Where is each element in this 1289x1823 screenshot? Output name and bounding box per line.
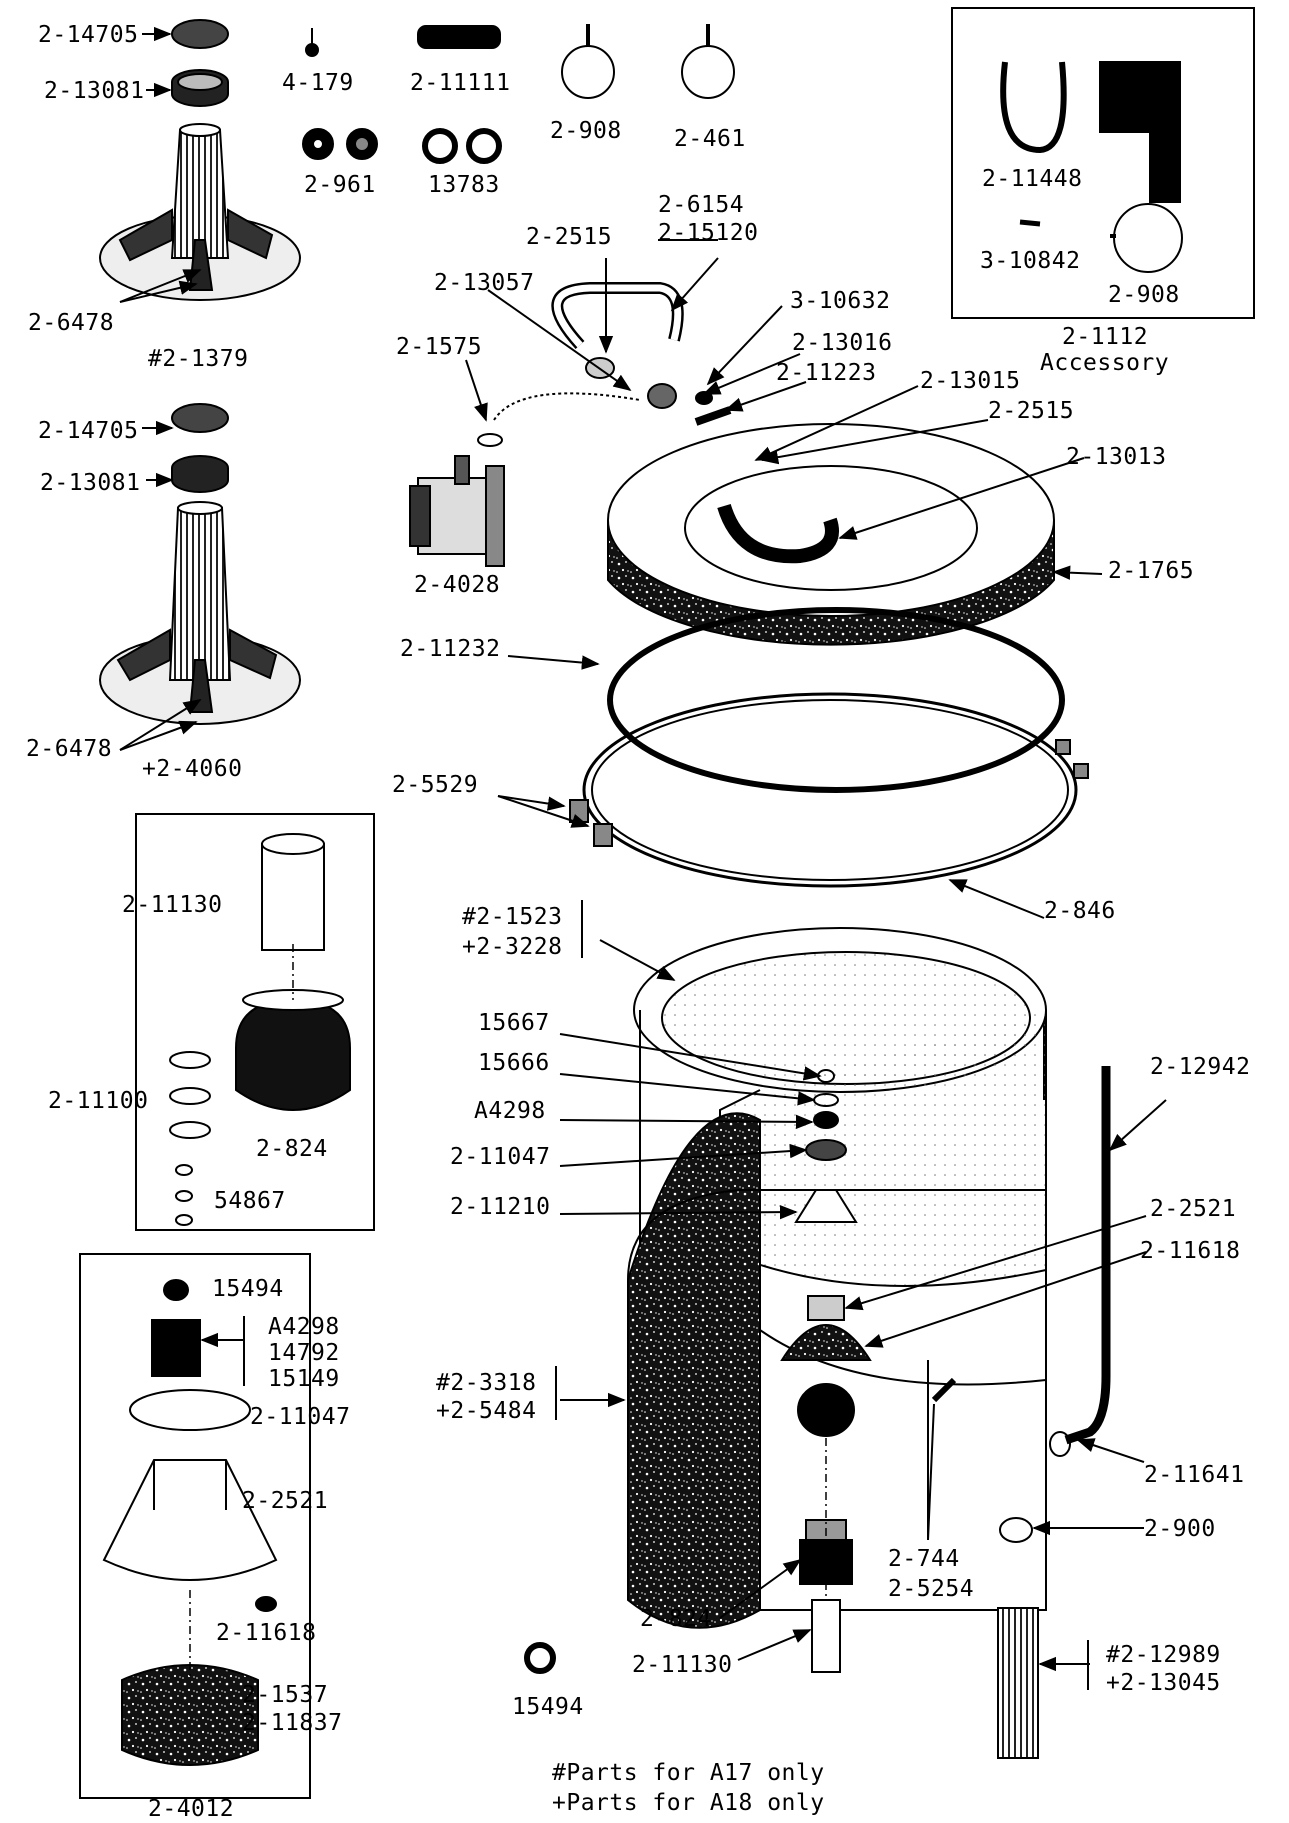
part-label-3-10842: 3-10842 <box>980 248 1081 274</box>
part-label-2-5484: +2-5484 <box>436 1398 537 1424</box>
kit-box-2-11100 <box>135 813 375 1231</box>
part-label-3-10632: 3-10632 <box>790 288 891 314</box>
clamp-2-461-part <box>681 45 735 99</box>
tub-cover-part <box>607 423 1055 646</box>
agitator-2-4060-part <box>99 501 301 725</box>
part-label-2-824: 2-824 <box>256 1136 328 1162</box>
part-label-2-13045: +2-13045 <box>1106 1670 1221 1696</box>
part-label-2-1575: 2-1575 <box>396 334 483 360</box>
part-label-2-14705: 2-14705 <box>38 22 139 48</box>
part-label-2-2515: 2-2515 <box>526 224 613 250</box>
part-label-15494: 15494 <box>212 1276 284 1302</box>
part-label-2-1765: 2-1765 <box>1108 558 1195 584</box>
part-label-2-11618: 2-11618 <box>216 1620 317 1646</box>
part-label-2-2515: 2-2515 <box>988 398 1075 424</box>
part-label-2-11223: 2-11223 <box>776 360 877 386</box>
part-label-2-1523: #2-1523 <box>462 904 563 930</box>
part-label-2-4028: 2-4028 <box>414 572 501 598</box>
part-label-15494: 15494 <box>512 1694 584 1720</box>
part-label-2-4060: +2-4060 <box>142 756 243 782</box>
part-label-2-11837: 2-11837 <box>242 1710 343 1736</box>
part-label-2-11618: 2-11618 <box>1140 1238 1241 1264</box>
part-label-4-179: 4-179 <box>282 70 354 96</box>
part-label-2-461: 2-461 <box>674 126 746 152</box>
part-label-2-11130: 2-11130 <box>632 1652 733 1678</box>
part-label-2-13081: 2-13081 <box>44 78 145 104</box>
hose-piece-part <box>417 25 501 49</box>
accessory-label: Accessory <box>1040 350 1170 376</box>
part-label-2-3318: #2-3318 <box>436 1370 537 1396</box>
part-label-2-13081: 2-13081 <box>40 470 141 496</box>
part-label-group-a4298: A4298 14792 15149 <box>268 1314 340 1392</box>
part-label-2-11100: 2-11100 <box>48 1088 149 1114</box>
ring-2-846-part <box>582 692 1078 888</box>
part-label-2-2521: 2-2521 <box>1150 1196 1237 1222</box>
part-label-2-824: 2-824 <box>640 1606 712 1632</box>
part-label-2-846: 2-846 <box>1044 898 1116 924</box>
part-label-2-11130: 2-11130 <box>122 892 223 918</box>
part-label-2-3228: +2-3228 <box>462 934 563 960</box>
part-label-54867: 54867 <box>214 1188 286 1214</box>
part-label-2-4012: 2-4012 <box>148 1796 235 1822</box>
footnote-a18: +Parts for A18 only <box>552 1790 825 1816</box>
part-label-2-11232: 2-11232 <box>400 636 501 662</box>
part-label-a4298: A4298 <box>474 1098 546 1124</box>
part-label-2-12989: #2-12989 <box>1106 1642 1221 1668</box>
agitator-2-1379-part <box>99 123 301 301</box>
footnote-a17: #Parts for A17 only <box>552 1760 825 1786</box>
part-label-2-6478: 2-6478 <box>26 736 113 762</box>
part-label-2-5254: 2-5254 <box>888 1576 975 1602</box>
part-label-2-13057: 2-13057 <box>434 270 535 296</box>
accessory-box <box>951 7 1255 319</box>
part-label-2-11210: 2-11210 <box>450 1194 551 1220</box>
water-valve-part <box>409 455 505 567</box>
part-label-13783: 13783 <box>428 172 500 198</box>
part-label-2-2521: 2-2521 <box>242 1488 329 1514</box>
tube-part <box>997 1607 1039 1759</box>
part-label-2-744: 2-744 <box>888 1546 960 1572</box>
drain-rod-part <box>1064 1066 1111 1445</box>
clamp-2-908-part <box>561 45 615 99</box>
part-label-2-908: 2-908 <box>1108 282 1180 308</box>
part-label-2-11641: 2-11641 <box>1144 1462 1245 1488</box>
part-label-2-13016: 2-13016 <box>792 330 893 356</box>
part-label-2-900: 2-900 <box>1144 1516 1216 1542</box>
part-label-2-961: 2-961 <box>304 172 376 198</box>
part-label-2-11047: 2-11047 <box>250 1404 351 1430</box>
strainer-cap-part <box>171 19 229 49</box>
part-label-2-6154: 2-6154 <box>658 192 745 218</box>
part-label-15666: 15666 <box>478 1050 550 1076</box>
part-label-2-1112: 2-1112 <box>1062 324 1149 350</box>
part-label-2-12942: 2-12942 <box>1150 1054 1251 1080</box>
outer-tub-part <box>627 1112 1047 1629</box>
part-label-15667: 15667 <box>478 1010 550 1036</box>
part-label-2-1537: 2-1537 <box>242 1682 329 1708</box>
part-label-2-5529: 2-5529 <box>392 772 479 798</box>
part-label-2-13013: 2-13013 <box>1066 444 1167 470</box>
part-label-2-1379: #2-1379 <box>148 346 249 372</box>
part-label-2-14705: 2-14705 <box>38 418 139 444</box>
part-label-2-11047: 2-11047 <box>450 1144 551 1170</box>
gasket-2-11232-part <box>607 607 1065 793</box>
part-label-2-11448: 2-11448 <box>982 166 1083 192</box>
part-label-2-15120: 2-15120 <box>658 220 759 246</box>
part-label-2-908: 2-908 <box>550 118 622 144</box>
part-label-2-13015: 2-13015 <box>920 368 1021 394</box>
part-label-2-6478: 2-6478 <box>28 310 115 336</box>
part-label-2-11111: 2-11111 <box>410 70 511 96</box>
